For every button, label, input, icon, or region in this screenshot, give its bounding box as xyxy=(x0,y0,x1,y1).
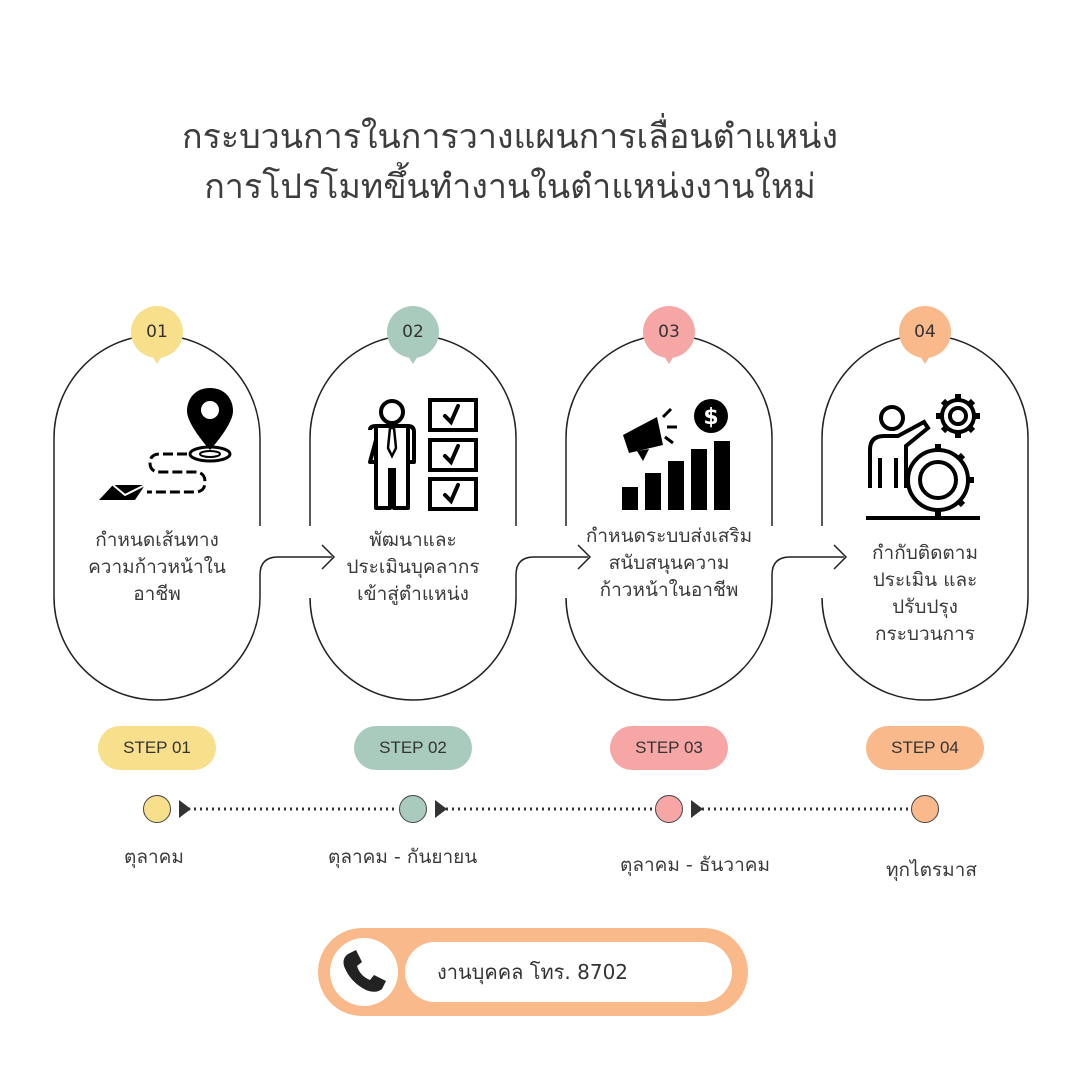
person-gears-icon xyxy=(866,394,980,520)
description-line: ความก้าวหน้าใน xyxy=(88,556,226,578)
description-line: ปรับปรุง xyxy=(892,596,958,618)
contact-text: งานบุคคล โทร. 8702 xyxy=(437,960,629,984)
title-line-2: การโปรโมทขึ้นทำงานในตำแหน่งงานใหม่ xyxy=(204,167,816,207)
description-line: กระบวนการ xyxy=(874,623,975,645)
step-description: พัฒนาและ ประเมินบุคลากร เข้าสู่ตำแหน่ง xyxy=(318,527,508,608)
description-line: ประเมิน และ xyxy=(872,569,978,591)
timeline-dot xyxy=(655,795,683,823)
connector-arrows xyxy=(259,544,848,598)
description-line: สนับสนุนความ xyxy=(608,552,730,574)
step-label: STEP 04 xyxy=(866,726,984,770)
step-period: ทุกไตรมาส xyxy=(886,859,977,881)
description-line: กำกับติดตาม xyxy=(872,542,978,564)
description-line: กำหนดเส้นทาง xyxy=(95,529,219,551)
description-line: ก้าวหน้าในอาชีพ xyxy=(599,579,739,601)
step-description: กำหนดระบบส่งเสริม สนับสนุนความ ก้าวหน้าใ… xyxy=(569,523,769,604)
step-period: ตุลาคม - ธันวาคม xyxy=(620,854,770,876)
timeline-dot xyxy=(911,795,939,823)
step-number-badge: 03 xyxy=(643,306,695,364)
description-line: พัฒนาและ xyxy=(369,529,457,551)
title-line-1: กระบวนการในการวางแผนการเลื่อนตำแหน่ง xyxy=(181,117,838,157)
description-line: เข้าสู่ตำแหน่ง xyxy=(357,583,469,605)
step-number-badge: 02 xyxy=(387,306,439,364)
step-number-badge: 01 xyxy=(131,306,183,364)
description-line: กำหนดระบบส่งเสริม xyxy=(585,525,753,547)
phone-button xyxy=(330,938,398,1006)
step-label: STEP 01 xyxy=(98,726,216,770)
phone-icon xyxy=(343,950,386,992)
timeline-dot xyxy=(143,795,171,823)
svg-text:$: $ xyxy=(703,405,718,430)
timeline-arrowheads xyxy=(179,800,703,818)
step-period: ตุลาคม xyxy=(124,846,184,868)
step-period: ตุลาคม - กันยายน xyxy=(328,846,478,868)
step-label: STEP 02 xyxy=(354,726,472,770)
step-description: กำกับติดตาม ประเมิน และ ปรับปรุง กระบวนก… xyxy=(830,540,1020,648)
step-card-outline xyxy=(565,334,773,701)
megaphone-growth-chart-icon: $ xyxy=(622,399,730,510)
step-label: STEP 03 xyxy=(610,726,728,770)
contact-info-box: งานบุคคล โทร. 8702 xyxy=(405,942,732,1002)
route-location-pin-icon xyxy=(99,388,233,500)
description-line: ประเมินบุคลากร xyxy=(346,556,480,578)
step-description: กำหนดเส้นทาง ความก้าวหน้าใน อาชีพ xyxy=(62,527,252,608)
step-card-outline xyxy=(309,334,517,701)
description-line: อาชีพ xyxy=(133,583,181,605)
employee-checklist-icon xyxy=(368,398,478,511)
step-number-badge: 04 xyxy=(899,306,951,364)
timeline-dot xyxy=(399,795,427,823)
